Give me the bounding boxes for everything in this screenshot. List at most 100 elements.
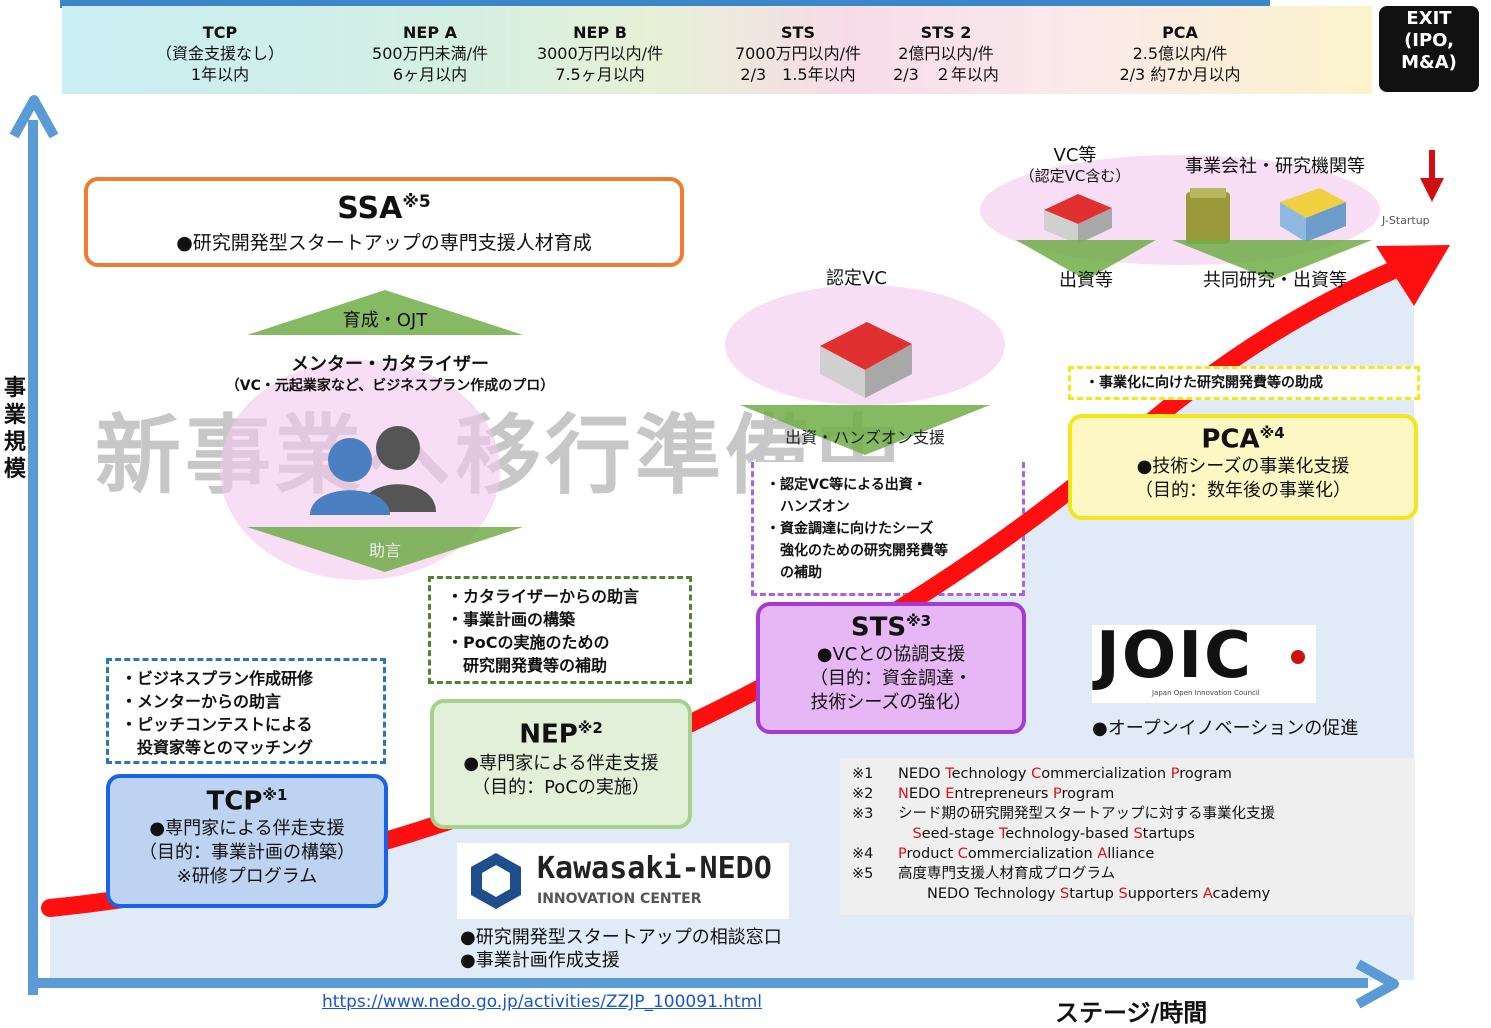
factory-buildings-icon (1186, 188, 1346, 244)
vc-support-label: 出資・ハンズオン支援 (785, 428, 945, 447)
certified-vc-label: 認定VC (826, 268, 887, 289)
nep-desc: ●専門家による伴走支援（目的：PoCの実施） (463, 752, 659, 798)
footnote-text: tartups (1142, 826, 1195, 842)
footnote-row: ※5 高度専門支援人材育成プログラム (852, 864, 1415, 884)
footnote-text: S (1118, 886, 1128, 902)
footnote-text: echnology-based (1005, 826, 1134, 842)
footnote-text: T (998, 826, 1006, 842)
footnote-text: P (898, 846, 907, 862)
footnote-text: N (898, 786, 909, 802)
nep-notes: ・カタライザーからの助言・事業計画の構築・PoCの実施のための 研究開発費等の補… (428, 576, 692, 684)
footnote-text: cademy (1212, 886, 1271, 902)
footnote-text: C (1031, 766, 1042, 782)
y-axis-label: 事業規模 (3, 376, 26, 482)
footnote-text: ntrepreneurs (954, 786, 1054, 802)
footnote-row: ※4 Product Commercialization Alliance (852, 844, 1415, 864)
joic-desc: ●オープンイノベーションの促進 (1092, 718, 1359, 739)
ssa-desc: ●研究開発型スタートアップの専門支援人材育成 (176, 232, 592, 254)
mentor-sub: （VC・元起業家など、ビジネスプラン作成のプロ） (225, 378, 555, 394)
footnote-mark: ※1 (852, 766, 874, 782)
ssa-box: SSA※5 ●研究開発型スタートアップの専門支援人材育成 (84, 177, 684, 267)
footnote-text: roduct (906, 846, 958, 862)
tcp-desc: ●専門家による伴走支援（目的：事業計画の構築）※研修プログラム (139, 817, 355, 887)
nep-box: NEP※2 ●専門家による伴走支援（目的：PoCの実施） (430, 699, 692, 829)
ssa-title: SSA※5 (337, 191, 431, 226)
footnote-row: ※2 NEDO Entrepreneurs Program (852, 784, 1415, 804)
footnote-text: P (1053, 786, 1062, 802)
footnote-text: rogram (1061, 786, 1115, 802)
vc-group-triangle (1016, 240, 1156, 280)
sts-title: STS※3 (850, 612, 932, 643)
vc-group-action: 出資等 (1059, 270, 1113, 291)
vc-group-title: VC等（認定VC含む） (1019, 145, 1131, 186)
sts-notes: ・認定VC等による出資・ ハンズオン・資金調達に向けたシーズ 強化のための研究開… (751, 462, 1025, 596)
stage-tcp: TCP（資金支援なし）1年以内 (155, 23, 284, 84)
footnote-text: ommercialization (967, 846, 1098, 862)
y-axis (28, 120, 38, 995)
footnote-text: lliance (1107, 846, 1155, 862)
kawasaki-desc: ●研究開発型スタートアップの相談窓口●事業計画作成支援 (460, 927, 782, 971)
vc-building-icon (820, 322, 912, 398)
footnote-mark: ※4 (852, 846, 874, 862)
kawasaki-hexagon-icon (471, 853, 521, 909)
footnote-text: tartup (1069, 886, 1119, 902)
footnote-text: EDO (908, 786, 946, 802)
stage-banner (62, 6, 1372, 94)
x-axis (38, 978, 1368, 988)
kawasaki-nedo-logo: Kawasaki-NEDO INNOVATION CENTER (457, 843, 789, 919)
vc-support-triangle (740, 405, 990, 455)
footnote-text: A (1202, 886, 1213, 902)
sts-box: STS※3 ●VCとの協調支援（目的：資金調達・技術シーズの強化） (756, 602, 1026, 734)
pca-box: PCA※4 ●技術シーズの事業化支援（目的：数年後の事業化） (1068, 414, 1418, 520)
footnote-row: NEDO Technology Startup Supporters Acade… (852, 884, 1415, 904)
joic-dot-icon (1291, 650, 1305, 664)
jstartup-logo: J-Startup (1382, 214, 1430, 227)
sts-desc: ●VCとの協調支援（目的：資金調達・技術シーズの強化） (810, 643, 972, 713)
footnote-text: P (1170, 766, 1180, 782)
footnote-text: S (1060, 886, 1070, 902)
footnote-mark: ※5 (852, 866, 874, 882)
jstartup-arrow-icon (1420, 150, 1444, 202)
nedo-url-link[interactable]: https://www.nedo.go.jp/activities/ZZJP_1… (322, 992, 763, 1012)
company-group-triangle (1172, 240, 1372, 280)
footnote-mark: ※3 (852, 806, 874, 822)
exit-box: EXIT(IPO,M&A) (1379, 6, 1479, 92)
pca-note: ・事業化に向けた研究開発費等の助成 (1068, 366, 1420, 400)
company-group-title: 事業会社・研究機関等 (1185, 156, 1365, 177)
footnote-text: N (898, 766, 909, 782)
footnote-text: 高度専門支援人材育成プログラム (898, 866, 1116, 882)
pca-desc: ●技術シーズの事業化支援（目的：数年後の事業化） (1135, 455, 1351, 501)
joic-logo: JOIC Japan Open Innovation Council (1092, 619, 1316, 703)
footnote-text: S (912, 826, 922, 842)
top-border-line (60, 0, 1270, 8)
tcp-notes: ・ビジネスプラン作成研修・メンターからの助言・ピッチコンテストによる 投資家等と… (106, 658, 386, 764)
footnote-text (898, 826, 913, 842)
pca-title: PCA※4 (1201, 424, 1285, 455)
footnote-text: E (945, 786, 955, 802)
training-label: 育成・OJT (342, 310, 428, 331)
footnote-text: シード期の研究開発型スタートアップに対する事業化支援 (898, 806, 1275, 822)
mentor-people-icon (310, 426, 436, 515)
x-axis-arrowhead (1355, 959, 1399, 1009)
footnote-text: ommercialization (1041, 766, 1171, 782)
footnote-text: echnology (951, 766, 1032, 782)
footnote-text: eed-stage (921, 826, 999, 842)
footnote-row: Seed-stage Technology-based Startups (852, 824, 1415, 844)
footnote-text: A (1097, 846, 1108, 862)
footnote-text: upporters (1127, 886, 1203, 902)
x-axis-label: ステージ/時間 (1055, 999, 1208, 1027)
mentor-title: メンター・カタライザー (291, 354, 489, 375)
footnote-text: rogram (1179, 766, 1232, 782)
vc-small-building-icon (1044, 194, 1112, 244)
footnote-row: ※3 シード期の研究開発型スタートアップに対する事業化支援 (852, 804, 1415, 824)
footnote-mark: ※2 (852, 786, 874, 802)
nep-title: NEP※2 (519, 719, 603, 750)
footnote-text: EDO (908, 766, 946, 782)
footnote-text: C (957, 846, 968, 862)
